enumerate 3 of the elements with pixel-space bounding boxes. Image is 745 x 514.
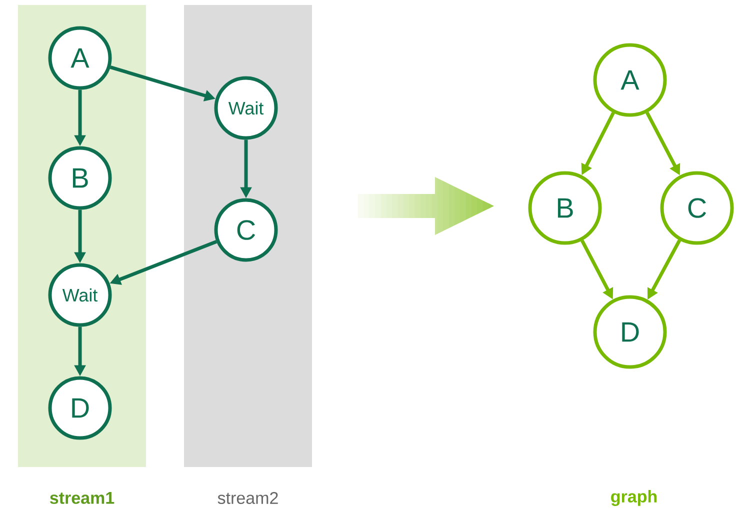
node-label: stream1 (50, 492, 114, 504)
graph-label: graph (611, 490, 657, 506)
node-label: stream2 (218, 492, 278, 504)
